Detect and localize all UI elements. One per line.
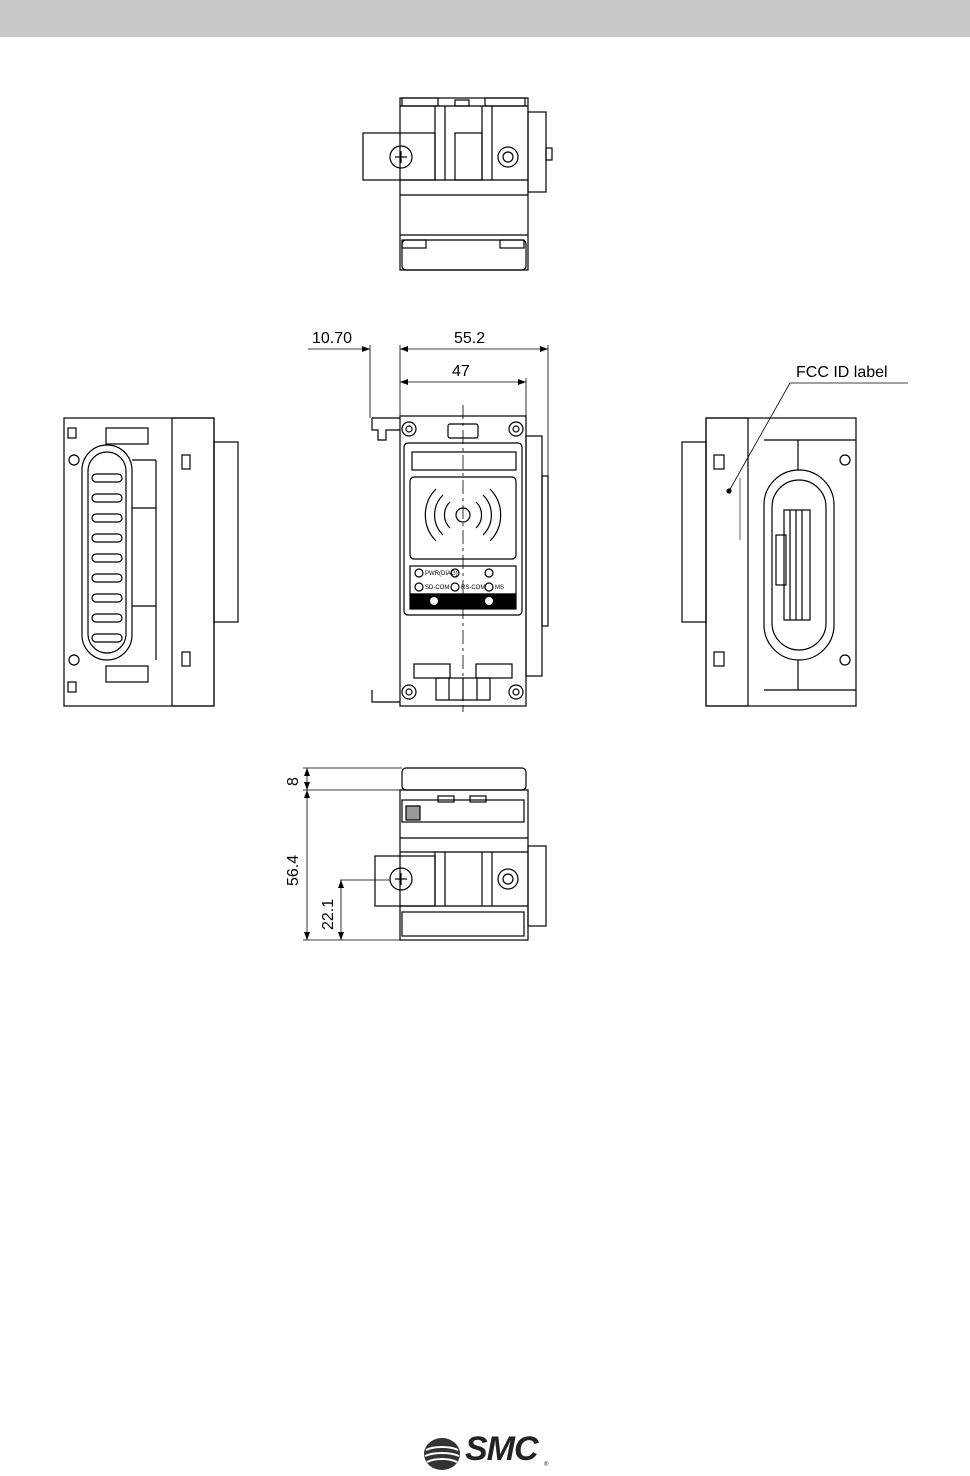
top-view	[363, 98, 552, 270]
smc-logo-text: SMC	[465, 1430, 538, 1469]
dim-height-top: 8	[285, 777, 302, 786]
fcc-id-label: FCC ID label	[796, 364, 888, 381]
led-power-label: PWR(DIAG)	[425, 571, 458, 577]
dim-top-offset: 10.70	[312, 330, 352, 347]
dim-height-total: 56.4	[285, 855, 302, 886]
dim-overall-width: 55.2	[454, 330, 485, 347]
registered-mark: ®	[544, 1462, 548, 1468]
front-view	[308, 345, 548, 712]
led-ms-label: MS	[495, 585, 504, 591]
left-side-view	[64, 418, 238, 706]
dim-body-width: 47	[452, 363, 470, 380]
led-sd-com-label: SD-COM	[425, 585, 449, 591]
led-rs-com-label: RS-COM	[461, 585, 485, 591]
dim-height-lower: 22.1	[320, 899, 337, 930]
bottom-view	[303, 768, 546, 940]
right-side-view	[682, 383, 908, 706]
